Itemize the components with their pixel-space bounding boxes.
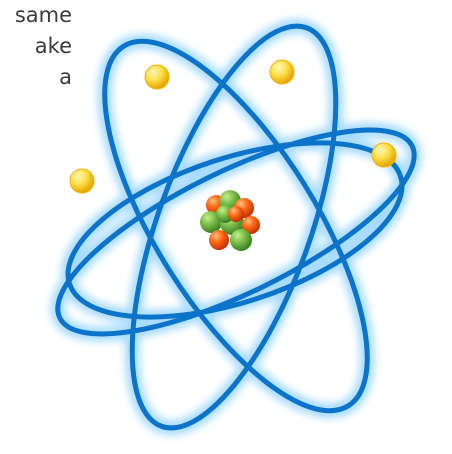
nucleus-particle-orange-5 <box>228 206 244 222</box>
electron-3 <box>372 143 396 167</box>
partial-text-fragment: same ake a <box>0 0 80 110</box>
nucleus-particle-green-4 <box>230 229 252 251</box>
text-fragment-line-2: ake <box>35 31 72 62</box>
nucleus-particle-orange-4 <box>209 230 229 250</box>
electron-1 <box>145 65 169 89</box>
text-fragment-line-1: same <box>15 0 72 31</box>
text-fragment-line-3: a <box>59 62 72 93</box>
electron-2 <box>270 60 294 84</box>
nucleus <box>200 190 260 251</box>
electron-4 <box>70 169 94 193</box>
